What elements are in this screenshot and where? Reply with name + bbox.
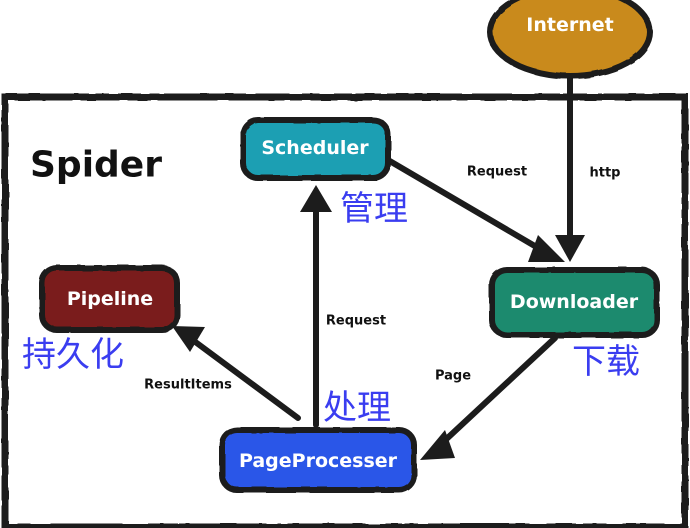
annotation-downloader: 下载	[572, 342, 640, 382]
edge-label-http: http	[590, 166, 621, 181]
node-internet: Internet	[487, 0, 653, 79]
arrow-internet-to-downloader	[555, 72, 585, 262]
edge-label-resultitems: ResultItems	[144, 378, 232, 393]
arrow-processer-to-scheduler	[300, 185, 332, 428]
node-internet-label: Internet	[526, 14, 613, 36]
annotation-pipeline: 持久化	[22, 335, 124, 375]
node-downloader-label: Downloader	[510, 291, 639, 313]
node-pageprocesser: PageProcesser	[219, 427, 417, 493]
node-scheduler: Scheduler	[240, 117, 391, 181]
annotation-scheduler: 管理	[340, 189, 408, 229]
spider-container-frame	[1, 93, 689, 528]
node-pipeline: Pipeline	[39, 265, 180, 333]
edge-label-scheduler-downloader: Request	[467, 165, 527, 180]
edge-label-page: Page	[435, 369, 471, 384]
arrow-scheduler-to-downloader	[385, 157, 565, 262]
node-downloader: Downloader	[489, 267, 660, 338]
annotation-pageprocesser: 处理	[323, 388, 391, 428]
node-scheduler-label: Scheduler	[261, 137, 369, 159]
arrow-processer-to-pipeline	[172, 326, 301, 421]
node-pipeline-label: Pipeline	[67, 288, 153, 310]
edge-label-processer-scheduler: Request	[326, 314, 386, 329]
arrow-downloader-to-processer	[420, 335, 558, 460]
node-pageprocesser-label: PageProcesser	[239, 450, 398, 472]
spider-title: Spider	[30, 145, 162, 186]
